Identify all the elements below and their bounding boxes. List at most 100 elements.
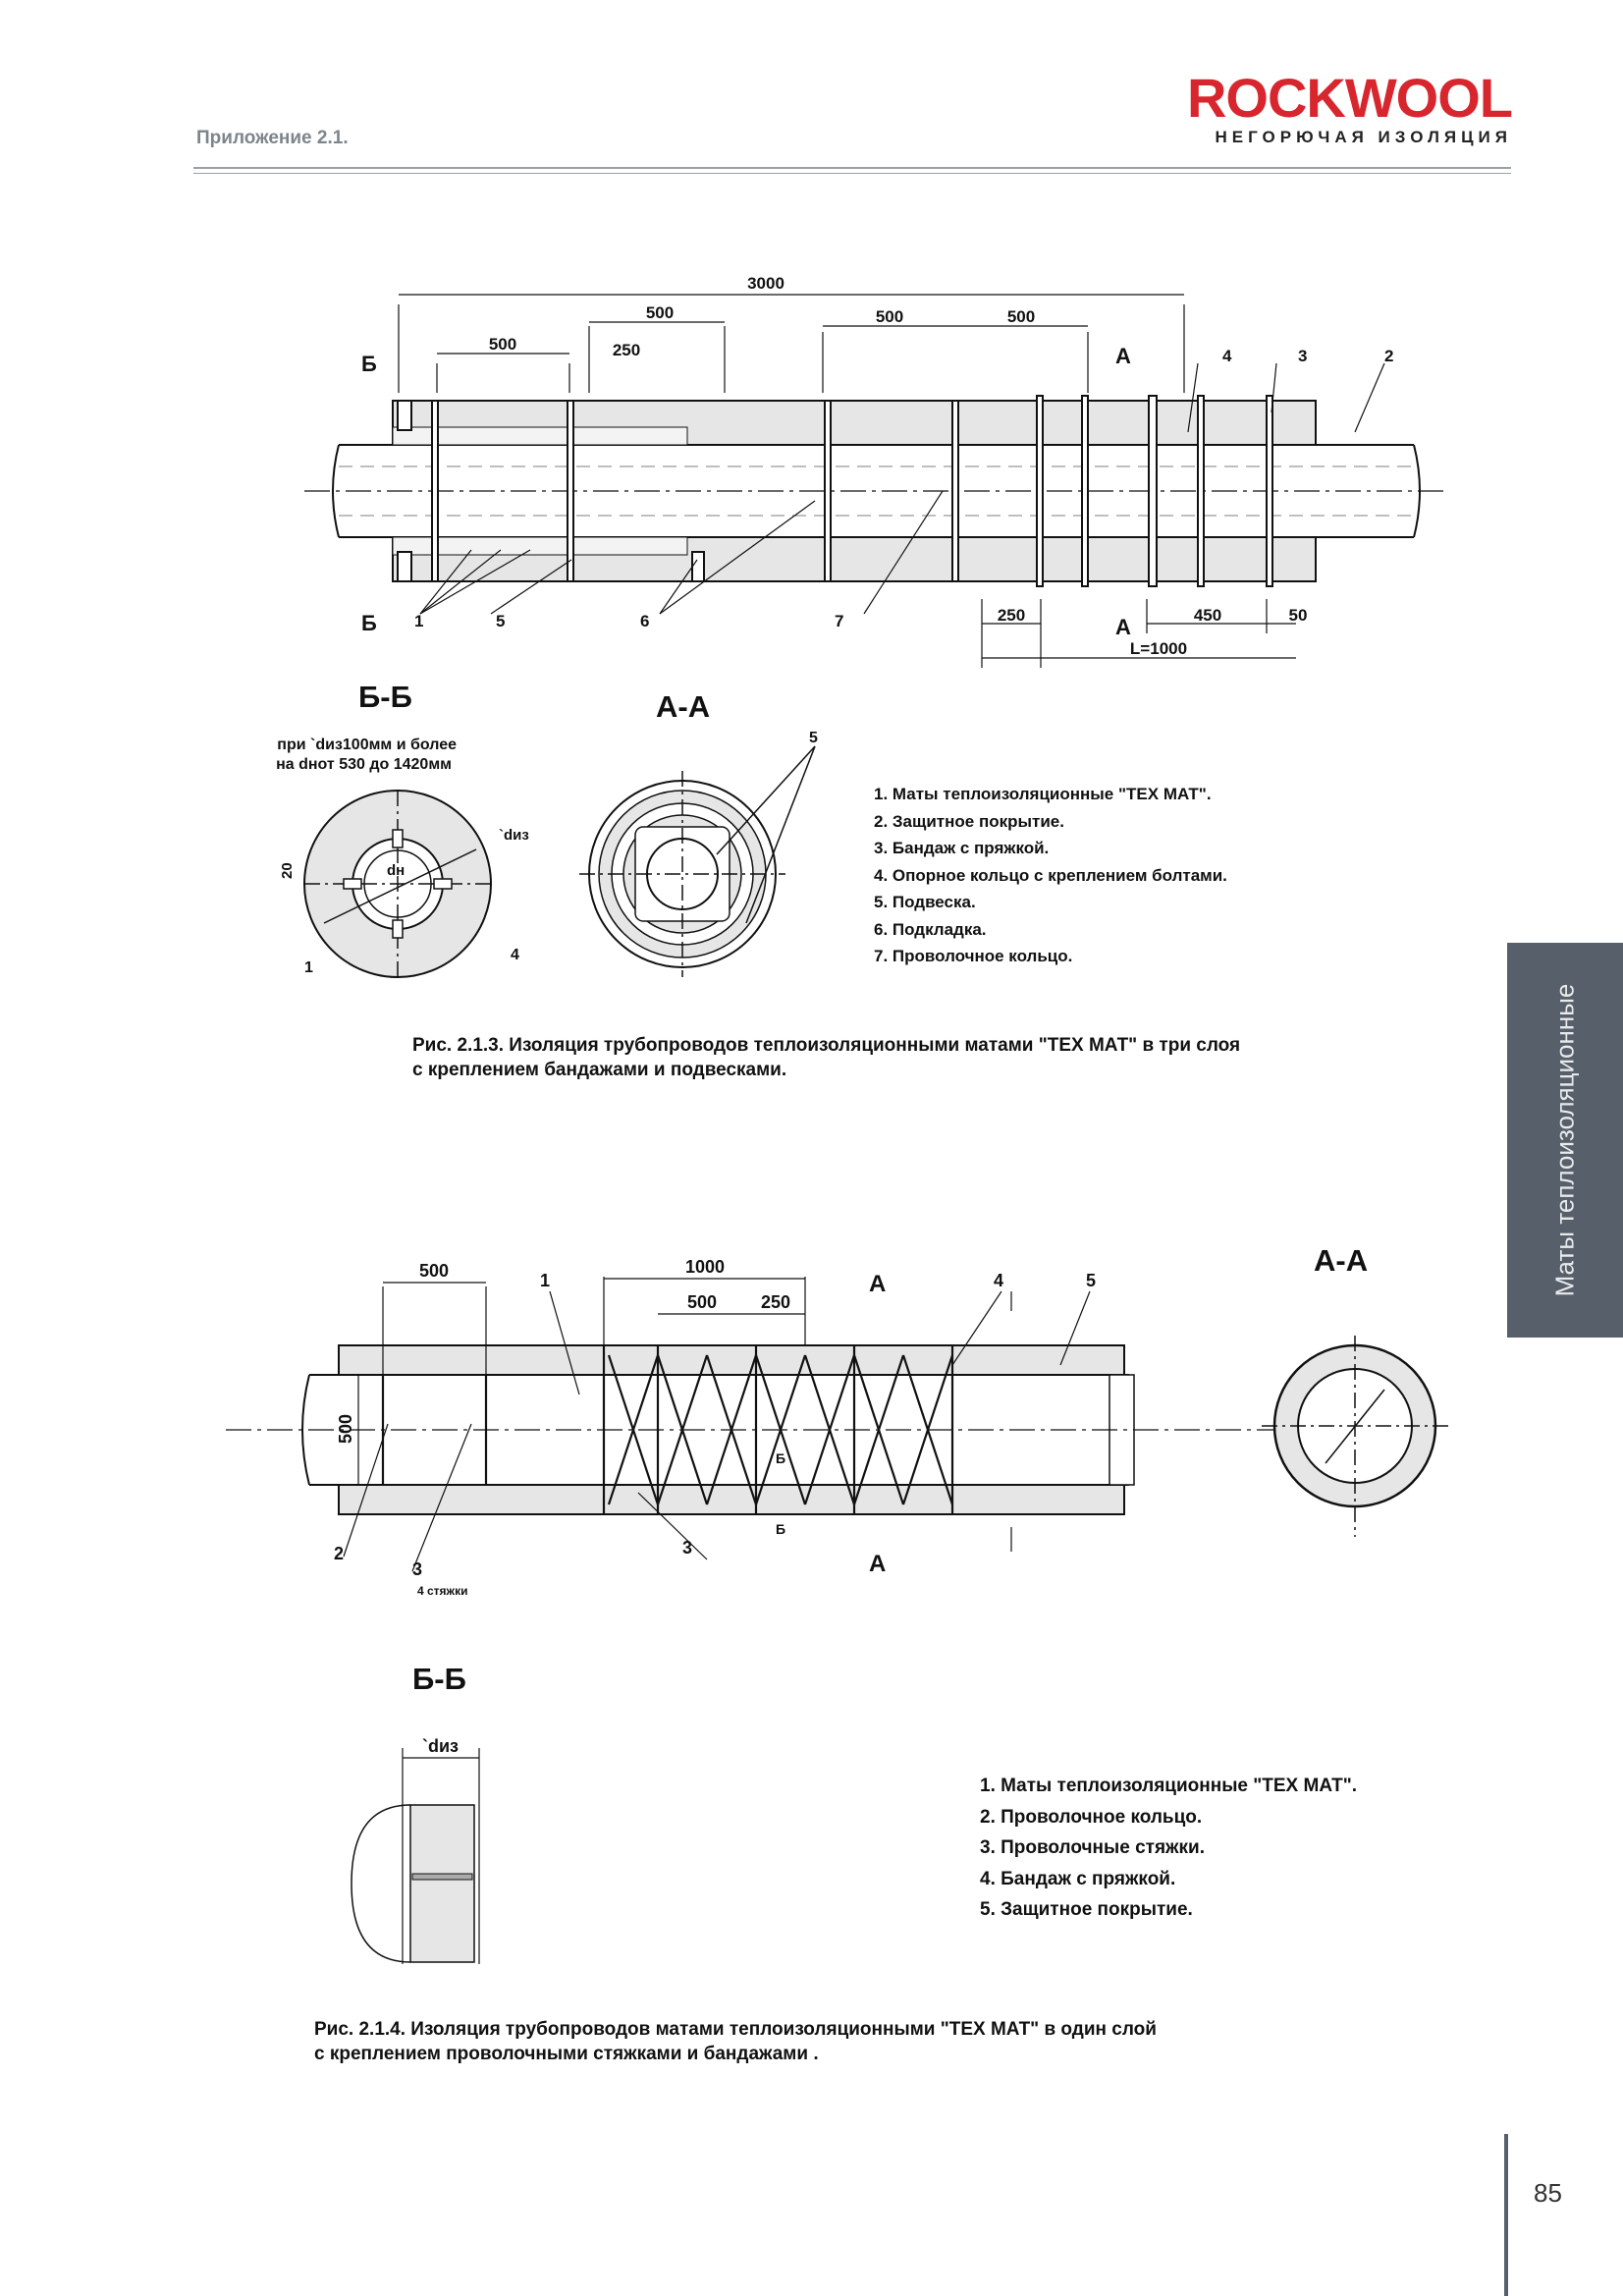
fig2-callout-1: 1 (540, 1271, 550, 1290)
fig1-legend-item: 6. Подкладка. (874, 919, 987, 939)
section-mark-a-top: А (1115, 344, 1131, 368)
fig1-legend-item: 2. Защитное покрытие. (874, 811, 1064, 831)
fig2-dim-500b: 500 (687, 1292, 717, 1312)
fig2-dim-500: 500 (419, 1261, 449, 1281)
dim-500a: 500 (489, 335, 516, 354)
fig1-bb-callout-1: 1 (304, 959, 313, 976)
band (431, 400, 439, 582)
fig2-dim-250: 250 (761, 1292, 790, 1312)
fig2-section-mark-a-bottom: А (869, 1551, 886, 1577)
figure2-pipe-drawing: 500 1000 500 250 500 4 стяжки А А Б Б 1 … (226, 1257, 1281, 1598)
fig2-callout-3b: 3 (682, 1538, 692, 1558)
band (1266, 395, 1273, 587)
band (1081, 395, 1089, 587)
fig2-section-mark-a-top: А (869, 1271, 886, 1297)
fig1-callout-6: 6 (640, 612, 649, 630)
spacer-block (397, 551, 412, 582)
fig2-legend: 1. Маты теплоизоляционные "ТЕХ МАТ". 2. … (980, 1771, 1357, 1926)
side-tab-label: Маты теплоизоляционные (1549, 983, 1580, 1297)
section-mark-b-top: Б (361, 352, 377, 376)
inner-layer-bottom (392, 536, 688, 556)
dim-500c: 500 (876, 307, 903, 326)
fig2-legend-item: 3. Проволочные стяжки. (980, 1837, 1205, 1858)
fig1-aa-callout-5: 5 (809, 730, 818, 746)
figure1-pipe-drawing: 3000 500 250 500 500 500 250 450 50 L=10… (304, 274, 1443, 668)
fig2-caption-line: с креплением проволочными стяжками и бан… (314, 2044, 819, 2064)
fig2-callout-3a: 3 (412, 1559, 422, 1579)
fig2-section-mark-b-top: Б (776, 1450, 785, 1466)
dim-500d: 500 (1007, 307, 1035, 326)
band (567, 400, 574, 582)
pipe-break-left (332, 444, 340, 538)
dim-3000: 3000 (747, 274, 784, 293)
support-ring (1148, 395, 1158, 587)
section-side-tab: Маты теплоизоляционные (1507, 943, 1623, 1338)
inner-layer-top (392, 426, 688, 446)
spacer-block (397, 400, 412, 431)
fig2-legend-item: 1. Маты теплоизоляционные "ТЕХ МАТ". (980, 1776, 1357, 1796)
fig2-callout-2: 2 (334, 1544, 344, 1563)
fig1-callout-4: 4 (1222, 347, 1232, 365)
fig2-bb-d-outer: `dиз (422, 1736, 459, 1756)
fig2-dim-500v: 500 (336, 1414, 355, 1444)
fig2-callout-5: 5 (1086, 1271, 1096, 1290)
fig1-caption-line: с креплением бандажами и подвесками. (412, 1060, 787, 1080)
fig1-section-aa-drawing: 5 (579, 730, 818, 977)
brand-logo: ROCKWOOL НЕГОРЮЧАЯ ИЗОЛЯЦИЯ (1186, 67, 1513, 147)
fig1-section-bb-note1: при `dиз100мм и более (277, 737, 457, 753)
band (1036, 395, 1044, 587)
dim-250b: 250 (998, 606, 1025, 625)
fig2-ties-note: 4 стяжки (417, 1584, 467, 1598)
dim-20: 20 (279, 862, 296, 879)
fig1-section-bb-title: Б-Б (358, 680, 412, 714)
fig1-section-aa-title: А-А (656, 689, 711, 724)
brand-name: ROCKWOOL (1186, 67, 1513, 129)
dim-length: L=1000 (1130, 639, 1187, 658)
section-mark-b-bottom: Б (361, 611, 377, 635)
fig2-legend-item: 4. Бандаж с пряжкой. (980, 1868, 1176, 1889)
fig2-callout-4: 4 (994, 1271, 1003, 1290)
dim-50: 50 (1289, 606, 1308, 625)
section-mark-a-bottom: А (1115, 615, 1131, 639)
fig2-legend-item: 2. Проволочное кольцо. (980, 1806, 1203, 1828)
fig2-legend-item: 5. Защитное покрытие. (980, 1899, 1193, 1920)
header-rule (193, 167, 1511, 169)
label-d-outer: `dиз (499, 827, 529, 844)
fig1-callout-1: 1 (414, 612, 423, 630)
fig2-caption-line: Рис. 2.1.4. Изоляция трубопроводов матам… (314, 2019, 1157, 2040)
header-rule-thin (193, 173, 1511, 174)
fig2-section-bb-drawing: `dиз (351, 1736, 480, 1964)
fig1-bb-callout-4: 4 (511, 947, 519, 963)
fig1-legend-item: 5. Подвеска. (874, 893, 976, 911)
fig1-callout-2: 2 (1384, 347, 1393, 365)
fig1-legend-item: 1. Маты теплоизоляционные "ТЕХ МАТ". (874, 785, 1212, 803)
pad-block (691, 551, 705, 582)
dim-250: 250 (613, 341, 640, 359)
fig1-caption-line: Рис. 2.1.3. Изоляция трубопроводов тепло… (412, 1035, 1241, 1056)
band (951, 400, 959, 582)
band (1197, 395, 1205, 587)
fig2-section-bb-title: Б-Б (412, 1662, 466, 1696)
fig1-callout-7: 7 (835, 612, 843, 630)
fig1-section-bb-drawing: 20 dн `dиз 1 4 (279, 790, 529, 978)
fig2-dim-1000: 1000 (685, 1257, 725, 1277)
fig1-legend-item: 4. Опорное кольцо с креплением болтами. (874, 865, 1227, 885)
fig1-legend-item: 7. Проволочное кольцо. (874, 947, 1073, 965)
fig1-callout-3: 3 (1298, 347, 1307, 365)
dim-450: 450 (1194, 606, 1221, 625)
label-d-inner: dн (387, 862, 405, 879)
band (824, 400, 832, 582)
page-number: 85 (1534, 2178, 1562, 2208)
fig1-callout-5: 5 (496, 612, 505, 630)
fig2-section-aa-drawing (1262, 1336, 1453, 1537)
fig1-caption: Рис. 2.1.3. Изоляция трубопроводов тепло… (412, 1033, 1240, 1082)
dim-500b: 500 (646, 303, 674, 322)
page-number-bar (1504, 2134, 1508, 2296)
fig2-section-mark-b-bottom: Б (776, 1521, 785, 1537)
appendix-label: Приложение 2.1. (196, 128, 349, 148)
fig2-caption: Рис. 2.1.4. Изоляция трубопроводов матам… (314, 2017, 1157, 2066)
fig1-section-bb-note2: на dнот 530 до 1420мм (276, 756, 452, 773)
brand-tagline: НЕГОРЮЧАЯ ИЗОЛЯЦИЯ (1215, 128, 1512, 146)
fig1-legend-item: 3. Бандаж с пряжкой. (874, 839, 1050, 857)
fig2-section-aa-title: А-А (1314, 1243, 1369, 1278)
